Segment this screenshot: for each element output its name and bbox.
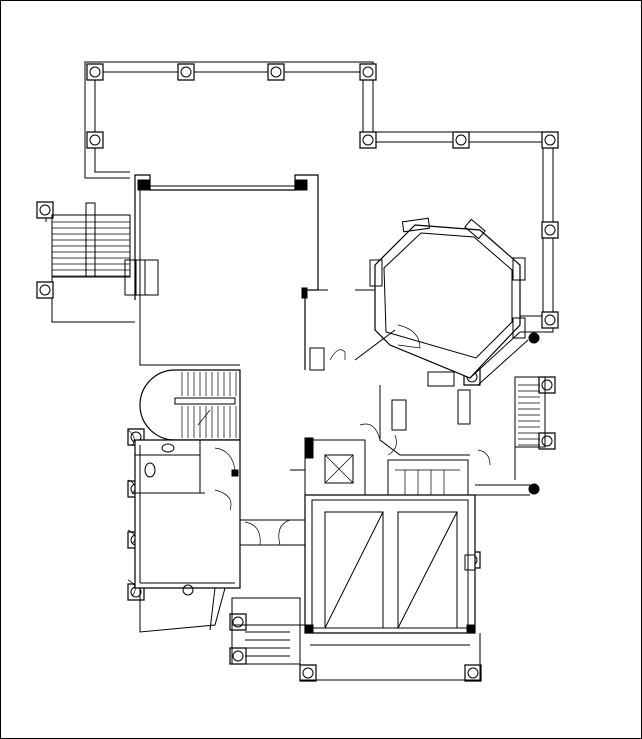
column-group <box>37 64 558 681</box>
column-shaft <box>542 380 552 390</box>
octagonal-room <box>355 218 539 385</box>
column <box>87 64 103 80</box>
column-base <box>542 132 558 148</box>
column-base <box>300 665 316 681</box>
column <box>539 433 555 449</box>
column <box>360 132 376 148</box>
column <box>87 132 103 148</box>
column-base <box>87 64 103 80</box>
column-shaft <box>233 651 243 661</box>
right-exterior-stair <box>515 377 545 480</box>
column <box>453 132 469 148</box>
column <box>542 132 558 148</box>
column <box>230 614 246 630</box>
column-base <box>453 132 469 148</box>
foyer <box>232 520 305 664</box>
column <box>300 665 316 681</box>
column-base <box>37 282 53 298</box>
main-hall <box>125 175 328 370</box>
column-shaft <box>363 67 373 77</box>
column-base <box>465 665 481 681</box>
column-base <box>542 312 558 328</box>
column-shaft <box>363 135 373 145</box>
column-base <box>360 64 376 80</box>
column <box>465 665 481 681</box>
hall-doors <box>330 325 420 360</box>
column <box>542 222 558 238</box>
column-base <box>542 222 558 238</box>
left-exterior-stair <box>52 203 130 277</box>
column <box>539 377 555 393</box>
column-shaft <box>40 285 50 295</box>
column-shaft <box>233 617 243 627</box>
central-stair <box>140 370 240 440</box>
column-base <box>539 377 555 393</box>
column-shaft <box>271 67 281 77</box>
column-shaft <box>40 205 50 215</box>
column-base <box>230 614 246 630</box>
column-shaft <box>90 67 100 77</box>
lower-left-rooms <box>128 430 240 632</box>
column <box>37 202 53 218</box>
column <box>37 282 53 298</box>
column-shaft <box>90 135 100 145</box>
column-shaft <box>545 135 555 145</box>
column-shaft <box>545 315 555 325</box>
column <box>268 64 284 80</box>
column-shaft <box>181 67 191 77</box>
column-shaft <box>468 668 478 678</box>
column-shaft <box>542 436 552 446</box>
column <box>360 64 376 80</box>
column-shaft <box>545 225 555 235</box>
column <box>542 312 558 328</box>
column-base <box>37 202 53 218</box>
column-shaft <box>303 668 313 678</box>
lift-and-kitchen <box>290 372 490 495</box>
column-base <box>87 132 103 148</box>
column-shaft <box>456 135 466 145</box>
column-base <box>539 433 555 449</box>
column-base <box>360 132 376 148</box>
column-base <box>268 64 284 80</box>
column-base <box>178 64 194 80</box>
column <box>178 64 194 80</box>
garage <box>300 484 539 680</box>
